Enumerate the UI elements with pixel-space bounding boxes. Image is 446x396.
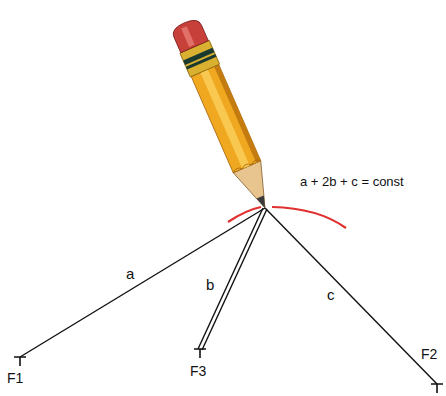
- pencil-edge: [232, 158, 260, 172]
- string-b: [198, 208, 263, 349]
- part-label: b: [206, 276, 214, 293]
- part-label: F3: [190, 363, 206, 379]
- ferrule-band: [186, 54, 217, 70]
- part-label: c: [327, 286, 335, 303]
- string-c: [265, 208, 437, 384]
- part-label: F1: [7, 370, 23, 386]
- eraser-highlight: [181, 26, 195, 47]
- string-lines: [20, 208, 437, 384]
- label-slot: F2: [421, 345, 437, 363]
- label-slot: c: [327, 286, 335, 304]
- pencil-eraser: [170, 17, 208, 53]
- label-slot: F1: [7, 369, 23, 387]
- pin-f2: [431, 384, 443, 393]
- label-slot: a + 2b + c = const: [300, 172, 404, 190]
- part-label: F2: [421, 346, 437, 362]
- string-b: [202, 209, 267, 350]
- curve-right: [272, 207, 346, 228]
- pins: [14, 349, 443, 393]
- pencil-shadow: [214, 65, 261, 163]
- equation-label: a + 2b + c = const: [300, 174, 404, 189]
- pin-f3: [194, 349, 206, 358]
- pin-f1: [14, 357, 26, 366]
- label-slot: a: [126, 265, 134, 283]
- part-label: a: [126, 265, 134, 282]
- label-slot: b: [206, 276, 214, 294]
- pencil: [169, 16, 279, 214]
- traced-curve: [228, 207, 346, 228]
- pencil-lead: [257, 195, 269, 209]
- label-slot: F3: [190, 362, 206, 380]
- curve-left: [228, 207, 261, 222]
- pencil-body: [191, 65, 261, 173]
- string-a: [20, 208, 265, 357]
